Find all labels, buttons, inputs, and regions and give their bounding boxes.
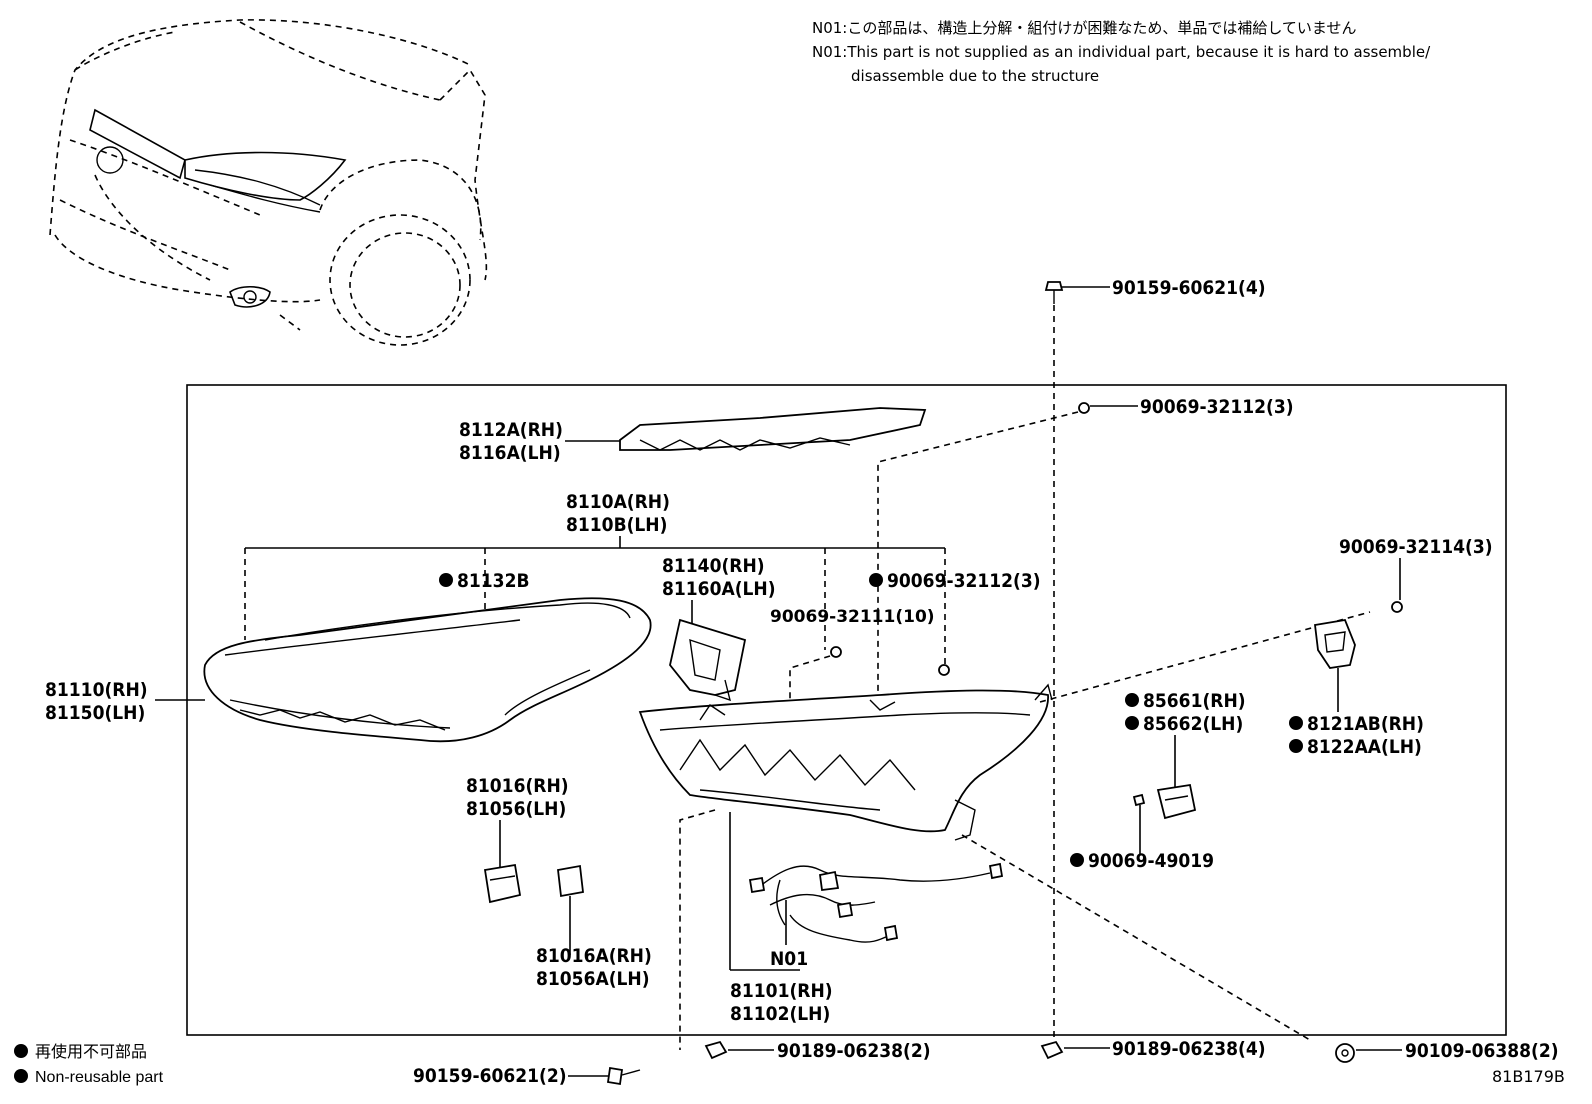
label-90189-06238-4: 90189-06238(4) <box>1112 1038 1266 1060</box>
non-reusable-mark-90069-32112-mid <box>869 573 883 587</box>
label-81102: 81102(LH) <box>730 1003 830 1025</box>
label-90189-06238-2: 90189-06238(2) <box>777 1040 931 1062</box>
label-81056: 81056(LH) <box>466 798 566 820</box>
assembly-border <box>186 384 1507 1036</box>
label-8122AA: 8122AA(LH) <box>1307 736 1422 758</box>
label-8112A: 8112A(RH) <box>459 419 563 441</box>
legend-dot-jp <box>14 1044 28 1058</box>
label-8110B: 8110B(LH) <box>566 514 667 536</box>
label-81160A: 81160A(LH) <box>662 578 776 600</box>
label-90159-60621-4: 90159-60621(4) <box>1112 277 1266 299</box>
label-90159-60621-2: 90159-60621(2) <box>413 1065 567 1087</box>
label-8110A: 8110A(RH) <box>566 491 670 513</box>
part-8112A-drl <box>619 407 927 451</box>
car-front-illustration <box>49 19 488 346</box>
note-jp: N01:この部品は、構造上分解・組付けが困難なため、単品では補給していません <box>812 19 1356 37</box>
label-85661: 85661(RH) <box>1143 690 1246 712</box>
part-85661-actuator <box>1156 783 1197 820</box>
nut-90189-06238-2 <box>704 1040 728 1060</box>
label-81110: 81110(RH) <box>45 679 148 701</box>
nut-90069-49019 <box>1132 793 1146 807</box>
legend-en: Non-reusable part <box>35 1069 164 1086</box>
label-90109-06388: 90109-06388(2) <box>1405 1040 1559 1062</box>
part-81110-lens <box>203 597 652 743</box>
bolt-90159-bottom <box>606 1066 641 1086</box>
non-reusable-mark-85661 <box>1125 693 1139 707</box>
label-81140: 81140(RH) <box>662 555 765 577</box>
non-reusable-mark-90069-49019 <box>1070 853 1084 867</box>
note-en-1: N01:This part is not supplied as an indi… <box>812 43 1431 61</box>
label-90069-32111: 90069-32111(10) <box>770 607 935 627</box>
non-reusable-mark-8122AA <box>1289 739 1303 753</box>
screw-90069-32112-mid <box>938 664 950 676</box>
label-81150: 81150(LH) <box>45 702 145 724</box>
non-reusable-mark-81132B <box>439 573 453 587</box>
note-en-2: disassemble due to the structure <box>851 67 1099 85</box>
screw-90069-32111 <box>830 646 842 658</box>
legend-jp: 再使用不可部品 <box>35 1043 147 1061</box>
part-81140-bracket <box>669 618 747 702</box>
label-N01: N01 <box>770 948 808 970</box>
label-8121AB: 8121AB(RH) <box>1307 713 1424 735</box>
label-90069-32112-3-mid: 90069-32112(3) <box>887 570 1041 592</box>
label-81132B: 81132B <box>457 570 530 592</box>
label-90069-49019: 90069-49019 <box>1088 850 1214 872</box>
figure-code: 81B179B <box>1492 1067 1565 1086</box>
nut-90109-06388 <box>1335 1043 1355 1063</box>
label-8116A: 8116A(LH) <box>459 442 561 464</box>
part-81016-module <box>483 863 522 904</box>
label-90069-32114: 90069-32114(3) <box>1339 536 1493 558</box>
label-85662: 85662(LH) <box>1143 713 1243 735</box>
screw-90069-32112-top <box>1078 402 1090 414</box>
bolt-90159-top <box>1044 281 1064 304</box>
part-N01-harness <box>748 862 1004 943</box>
part-81101-housing <box>638 683 1053 841</box>
label-81016: 81016(RH) <box>466 775 569 797</box>
nut-90189-06238-4 <box>1040 1040 1064 1060</box>
screw-90069-32114 <box>1391 601 1403 613</box>
label-81056A: 81056A(LH) <box>536 968 650 990</box>
non-reusable-mark-85662 <box>1125 716 1139 730</box>
part-81016A-module <box>557 864 584 898</box>
label-90069-32112-3-top: 90069-32112(3) <box>1140 396 1294 418</box>
legend-dot-en <box>14 1069 28 1083</box>
label-81101: 81101(RH) <box>730 980 833 1002</box>
part-8121AB-bracket <box>1314 618 1356 669</box>
label-81016A: 81016A(RH) <box>536 945 652 967</box>
non-reusable-mark-8121AB <box>1289 716 1303 730</box>
